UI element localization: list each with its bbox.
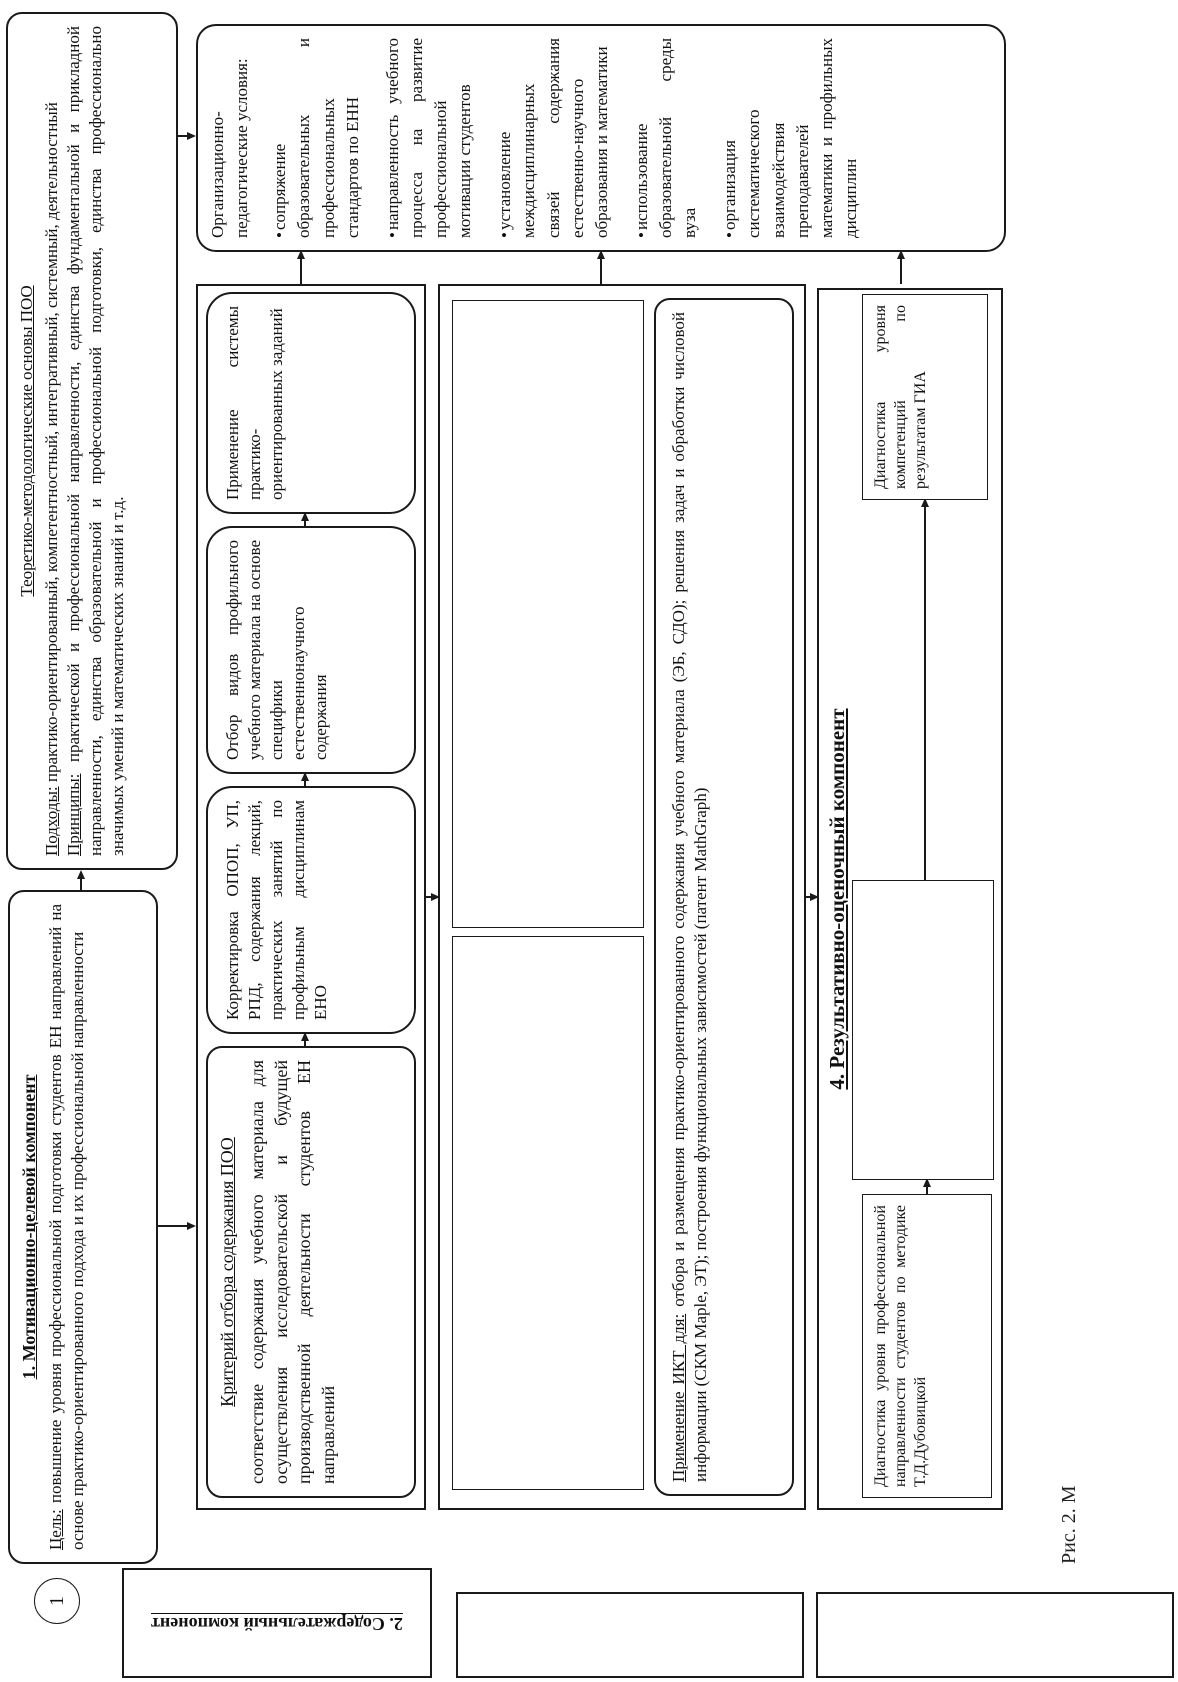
condition-item: направленность учебного процесса на разв… [381, 38, 478, 238]
arrow-comp1-to-foundations [80, 872, 82, 890]
approaches-text: практико-ориентированный, компетентностн… [42, 102, 62, 787]
arrow-content-to-tech-row [426, 896, 438, 898]
arrow-comp1-to-content-row [158, 1225, 194, 1227]
condition-item: организация систематического взаимодейст… [718, 38, 863, 238]
result-component-title: 4. Результативно-оценочный компонент [825, 708, 849, 1090]
arrow-foundations-to-conditions [178, 135, 194, 137]
conditions-title: Организационно-педагогические условия: [208, 58, 252, 238]
criterion-text: соответствие содержания учебного материа… [246, 1060, 338, 1484]
arrow-correction-to-selection [304, 774, 306, 786]
foundations-title: Теоретико-методологические основы ПОО [17, 285, 36, 597]
arrow-result-to-conditions [900, 252, 902, 284]
arrow-selection-to-application [304, 514, 306, 526]
criterion-title: Критерий отбора содержания ПОО [217, 1137, 237, 1407]
motivational-target-title: 1. Мотивационно-целевой компонент [19, 1074, 39, 1380]
content-component-side-label: 2. Содержательный компонент [122, 1568, 432, 1678]
arrow-tech-to-result-row [806, 896, 817, 898]
motivational-target-component-block: 1. Мотивационно-целевой компонент Цель: … [8, 890, 158, 1564]
principles-text: практической и профессиональной направле… [64, 26, 128, 856]
diagnostics-gia-block: Диагностика уровня компетенций по резуль… [862, 294, 988, 500]
condition-item: установление междисциплинарных связей со… [493, 38, 614, 238]
foundations-block: Теоретико-методологические основы ПОО По… [6, 12, 178, 870]
diagnostics-orientation-block: Диагностика уровня профессиональной напр… [862, 1194, 992, 1498]
principles-label: Принципы: [64, 773, 84, 856]
approaches-label: Подходы: [42, 786, 62, 856]
result-empty-box-middle [852, 880, 994, 1180]
arrow-middle-to-diagright [924, 500, 926, 880]
content-component-label-text: 2. Содержательный компонент [151, 1613, 403, 1634]
tech-component-side-label-box [456, 1592, 804, 1678]
conditions-block: Организационно-педагогические условия: с… [196, 24, 1006, 252]
arrow-diagleft-to-middle [926, 1180, 928, 1194]
criterion-block: Критерий отбора содержания ПОО соответст… [206, 1046, 416, 1498]
figure-caption-fragment: Рис. 2. М [1058, 1485, 1080, 1565]
condition-item: сопряжение образовательных и профессиона… [268, 38, 365, 238]
arrow-content-to-conditions [300, 252, 302, 284]
tasks-application-step-block: Применение системы практико-ориентирован… [206, 292, 416, 514]
condition-item: использование образовательной среды вуза [630, 38, 702, 238]
arrow-tech-to-conditions [600, 252, 602, 284]
arrow-criterion-to-correction [304, 1034, 306, 1046]
connector-marker-circle: 1 [34, 1578, 80, 1624]
goal-text: повышение уровня профессиональной подгот… [46, 904, 88, 1550]
ict-text: отбора и размещения практико-ориентирова… [669, 312, 711, 1482]
connector-marker-label: 1 [45, 1596, 68, 1606]
goal-label: Цель: [46, 1509, 66, 1550]
selection-step-block: Отбор видов профильного учебного материа… [206, 526, 416, 774]
correction-step-block: Корректировка ОПОП, УП, РПД, содержания … [206, 786, 416, 1034]
ict-application-block: Применение ИКТ для: отбора и размещения … [654, 298, 794, 1496]
tech-empty-box-right [452, 300, 644, 928]
result-component-side-label-box [816, 1592, 1174, 1678]
ict-label: Применение ИКТ для: [669, 1313, 688, 1482]
tech-empty-box-left [452, 936, 644, 1490]
